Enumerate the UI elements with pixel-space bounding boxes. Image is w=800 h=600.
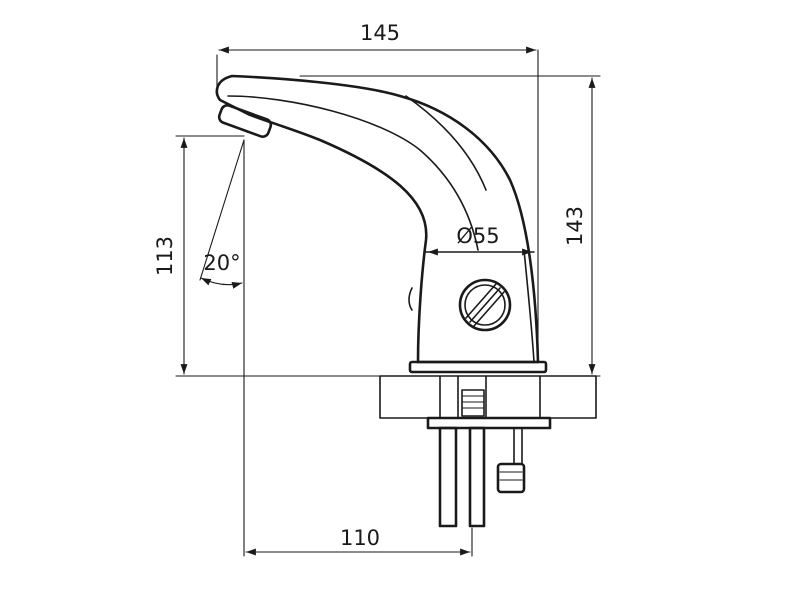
dim-overall-height: 143 xyxy=(563,206,587,246)
dim-spout-reach: 110 xyxy=(340,526,380,550)
countertop-section xyxy=(379,375,597,419)
dim-overall-width: 145 xyxy=(360,21,400,45)
side-screw xyxy=(458,278,512,332)
faucet-body xyxy=(215,74,540,364)
dim-spray-angle: 20° xyxy=(203,251,240,275)
dim-spout-height: 113 xyxy=(153,236,177,276)
dimension-lines xyxy=(175,46,601,557)
dim-body-diameter: Ø55 xyxy=(456,224,499,248)
mounting-hardware xyxy=(426,375,552,528)
faucet-base xyxy=(408,360,548,374)
